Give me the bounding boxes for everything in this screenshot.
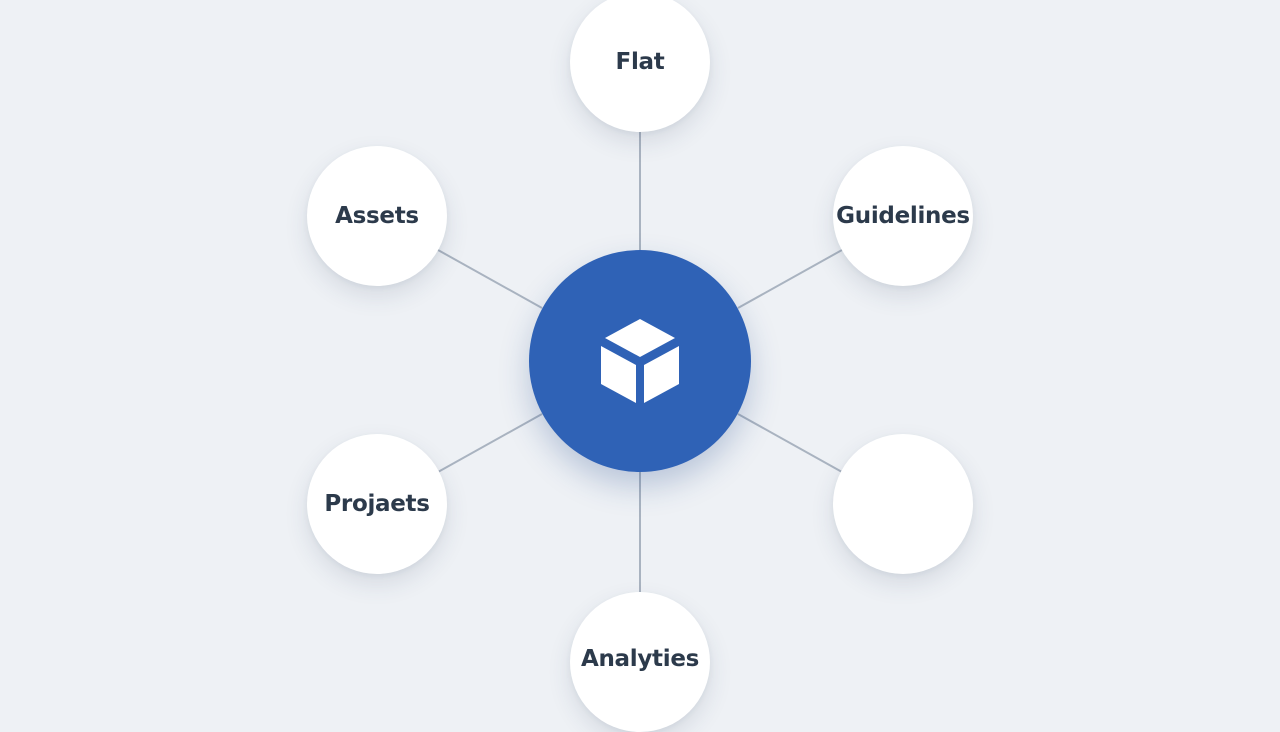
connector-bottom-right (737, 413, 843, 473)
node-top-right[interactable]: Guidelines (833, 146, 973, 286)
node-label: Guidelines (836, 203, 970, 229)
node-bottom[interactable]: Analyties (570, 592, 710, 732)
node-bottom-left[interactable]: Projaets (307, 434, 447, 574)
connector-top-right (737, 249, 843, 309)
cube-icon (601, 319, 679, 403)
node-label: Assets (335, 203, 419, 229)
node-label: Projaets (324, 491, 430, 517)
node-label: Flat (615, 49, 665, 75)
connector-top-left (437, 249, 543, 309)
node-bottom-right[interactable] (833, 434, 973, 574)
hub-node[interactable] (529, 250, 751, 472)
node-top-left[interactable]: Assets (307, 146, 447, 286)
node-label: Analyties (580, 646, 700, 672)
node-top[interactable]: Flat (570, 0, 710, 132)
connector-bottom-left (437, 413, 543, 473)
